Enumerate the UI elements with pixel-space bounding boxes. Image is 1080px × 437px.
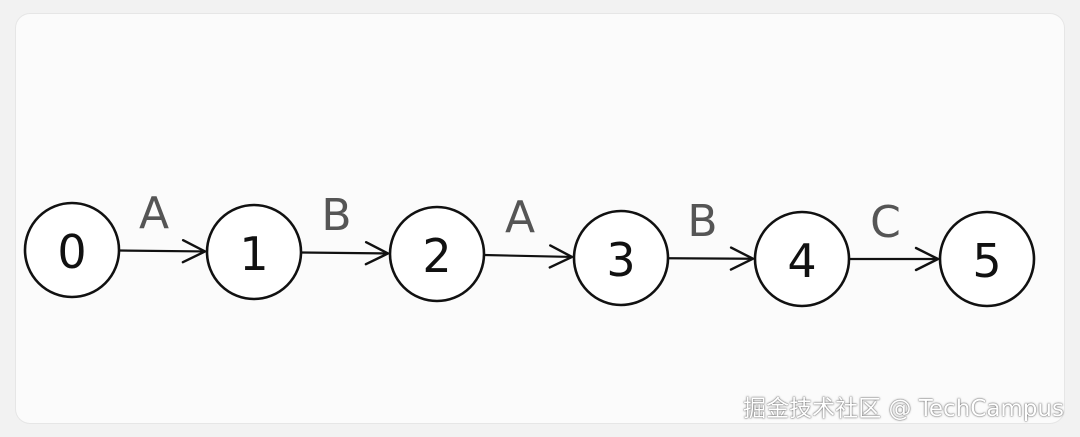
node-label: 1 <box>239 227 268 281</box>
node-label: 2 <box>422 229 451 283</box>
node-label: 4 <box>787 234 816 288</box>
watermark: 掘金技术社区 @ TechCampus <box>743 396 1064 422</box>
edge-2-3: A <box>483 192 574 269</box>
arrowhead-icon <box>914 246 940 272</box>
arrowhead-icon <box>548 244 574 269</box>
edge-3-4: B <box>667 196 755 271</box>
edge-line <box>300 251 389 255</box>
node-circle <box>388 205 486 303</box>
node-0: 0 <box>23 201 121 299</box>
edge-4-5: C <box>849 197 940 272</box>
node-label: 5 <box>972 234 1001 288</box>
node-label: 0 <box>57 225 86 279</box>
edge-label: B <box>321 190 351 241</box>
edge-line <box>118 249 206 253</box>
arrowhead-icon <box>364 241 390 266</box>
arrowhead-icon <box>181 239 207 264</box>
diagram-card <box>16 14 1064 423</box>
edge-label: A <box>505 192 535 243</box>
edge-label: A <box>139 188 169 239</box>
node-3: 3 <box>572 209 670 307</box>
node-5: 5 <box>938 210 1036 308</box>
nodes-layer: 0 1 2 3 4 5 <box>23 201 1036 308</box>
edge-0-1: A <box>118 188 207 264</box>
node-circle <box>572 209 670 307</box>
node-label: 3 <box>606 233 635 287</box>
node-circle <box>938 210 1036 308</box>
node-1: 1 <box>205 203 303 301</box>
arrowhead-icon <box>729 246 755 271</box>
edge-1-2: B <box>300 190 390 266</box>
node-circle <box>753 210 851 308</box>
node-circle <box>205 203 303 301</box>
edge-label: B <box>687 196 717 247</box>
node-circle <box>23 201 121 299</box>
edge-label: C <box>870 197 901 248</box>
node-4: 4 <box>753 210 851 308</box>
edge-line <box>483 253 573 259</box>
node-2: 2 <box>388 205 486 303</box>
